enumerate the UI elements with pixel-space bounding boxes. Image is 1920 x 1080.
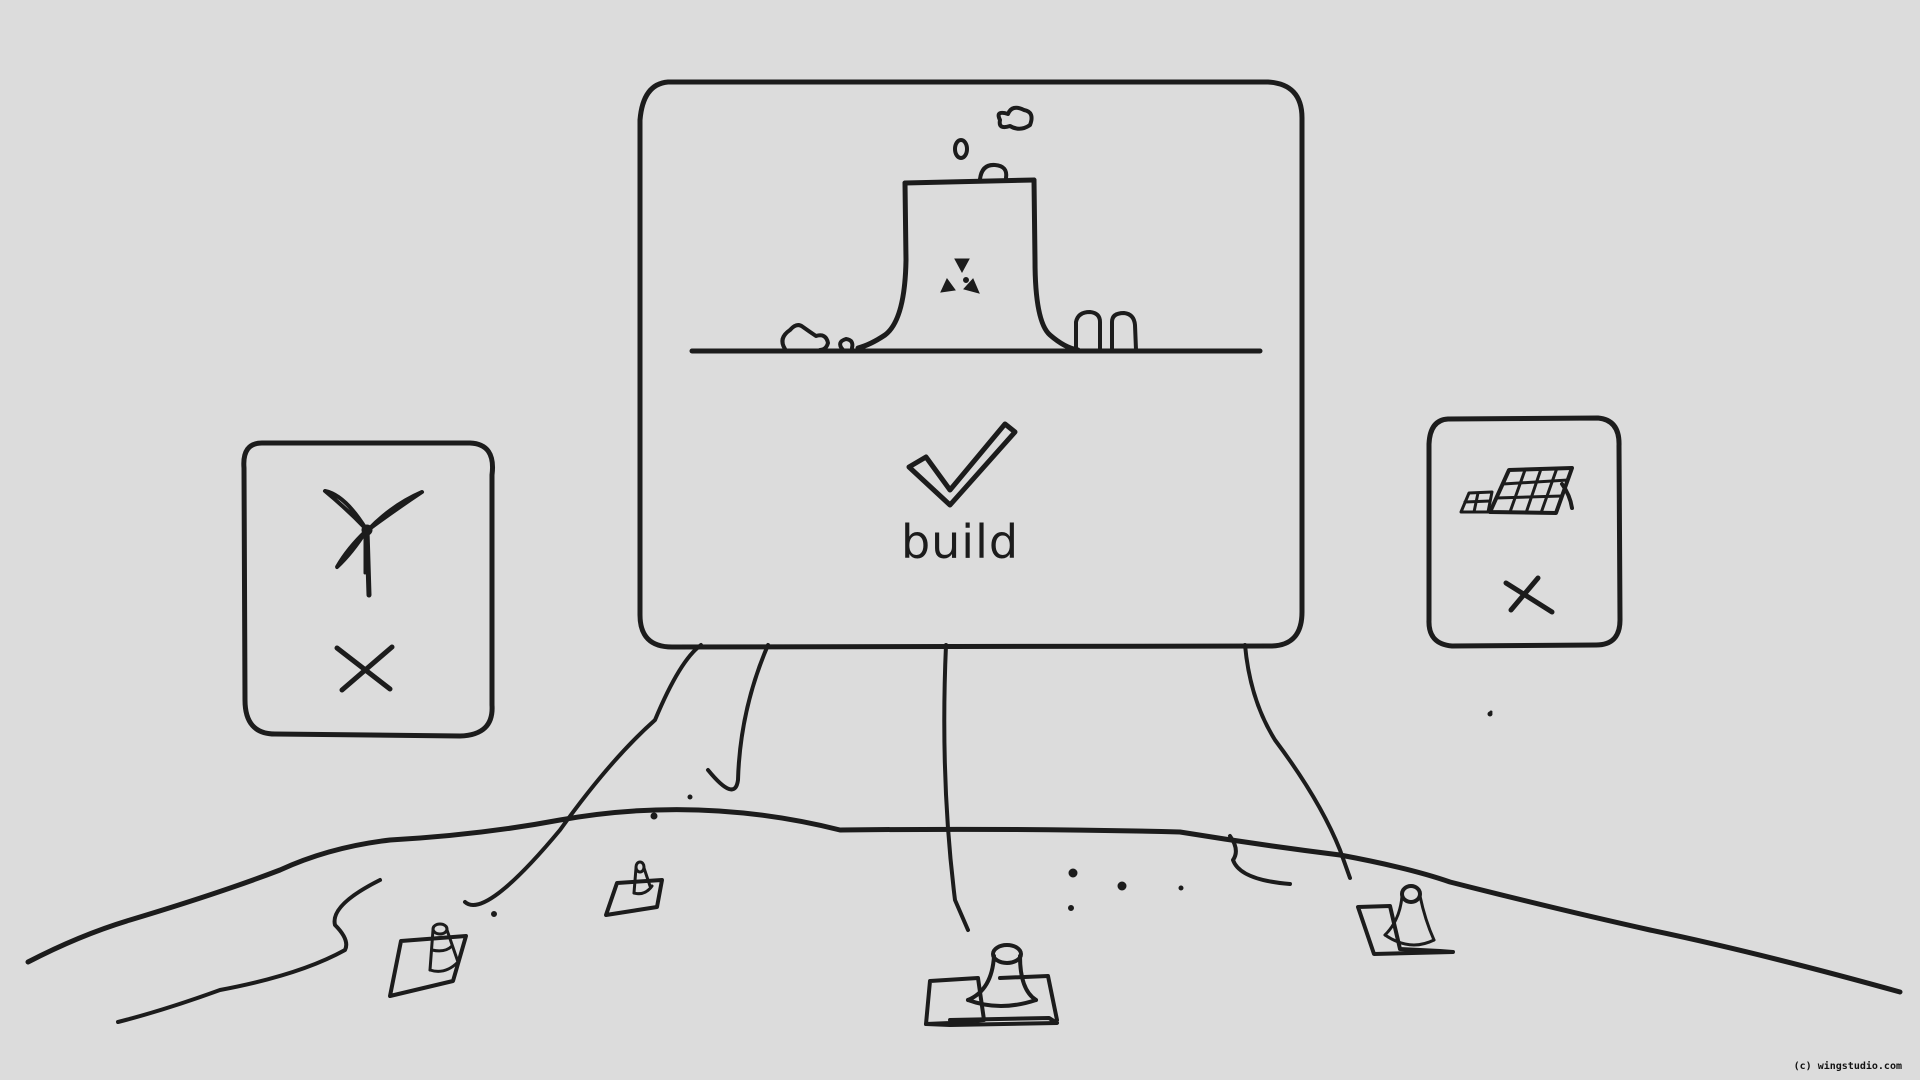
plant-site-right[interactable] bbox=[1356, 884, 1455, 956]
checkmark-icon bbox=[906, 421, 1018, 508]
x-icon bbox=[1503, 575, 1555, 615]
plant-site-center[interactable] bbox=[924, 943, 1059, 1027]
x-icon bbox=[334, 644, 395, 693]
wind-turbine-icon bbox=[323, 489, 424, 598]
connector-lines bbox=[463, 643, 1352, 932]
wind-option-button[interactable] bbox=[244, 443, 494, 736]
nuclear-plant-icon bbox=[689, 105, 1263, 354]
plant-site-left-far[interactable] bbox=[604, 860, 664, 917]
solar-option-button[interactable] bbox=[1429, 418, 1621, 646]
build-label: build bbox=[900, 515, 1020, 569]
solar-option-card[interactable] bbox=[1426, 415, 1623, 649]
cooling-tower-icon bbox=[924, 943, 1059, 1027]
wind-option-card[interactable] bbox=[241, 440, 496, 739]
solar-panel-icon bbox=[1459, 466, 1574, 515]
copyright-text: (c) wingstudio.com bbox=[1793, 1061, 1902, 1072]
nuclear-build-button[interactable] bbox=[640, 82, 1302, 647]
globe-horizon bbox=[25, 807, 1903, 1024]
cooling-tower-icon bbox=[1356, 884, 1455, 956]
plant-site-left[interactable] bbox=[388, 922, 468, 998]
cooling-tower-icon bbox=[604, 860, 664, 917]
cooling-tower-icon bbox=[388, 922, 468, 998]
radiation-symbol-icon bbox=[940, 258, 980, 294]
nuclear-option-card[interactable] bbox=[637, 79, 1305, 650]
dots bbox=[491, 710, 1493, 917]
